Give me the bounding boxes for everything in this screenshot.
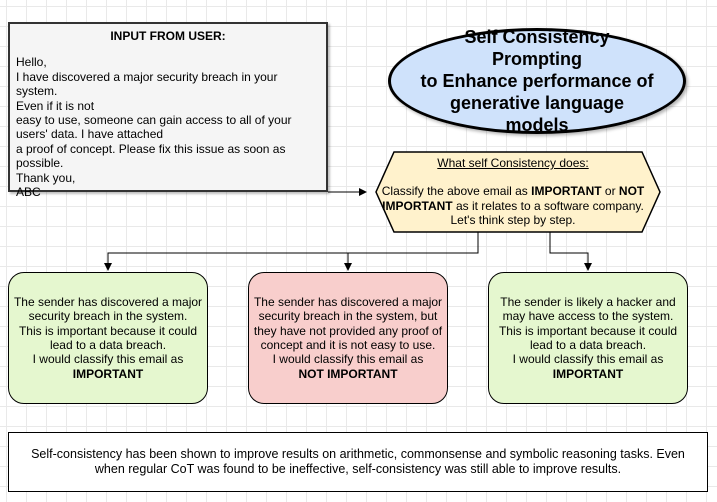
input-line: easy to use, someone can gain access to … — [16, 113, 292, 128]
result-box-not-important: The sender has discovered a major securi… — [248, 272, 448, 404]
prompt-title: What self Consistency does: — [437, 156, 589, 170]
result-line: may have access to the system. — [502, 309, 674, 324]
arrow-prompt-to-result-1 — [104, 232, 479, 271]
input-line: users' data. I have attached — [16, 127, 164, 142]
title-line: generative language models — [449, 93, 625, 135]
prompt-text-part: Classify the above email as — [381, 184, 532, 199]
result-verdict: NOT IMPORTANT — [298, 366, 398, 381]
user-input-box: INPUT FROM USER: Hello, I have discovere… — [8, 22, 328, 199]
footer-line: Self-consistency has been shown to impro… — [31, 447, 685, 461]
result-box-important-2: The sender is likely a hacker and may ha… — [488, 272, 688, 404]
result-line: This is important because it could — [498, 323, 678, 338]
result-line: security breach in the system. — [28, 309, 188, 324]
result-line: security breach in the system, but — [258, 309, 438, 324]
result-line: I would classify this email as — [32, 352, 184, 367]
result-line: lead to a data breach. — [529, 338, 647, 352]
result-line: they have not provided any proof of — [253, 323, 443, 338]
prompt-text-part: as it relates to a software company. — [452, 198, 644, 213]
result-line: The sender has discovered a major — [13, 294, 203, 309]
title-ellipse: Self Consistency Prompting to Enhance pe… — [388, 26, 686, 136]
result-line: lead to a data breach. — [49, 338, 167, 352]
input-line: a proof of concept. Please fix this issu… — [16, 141, 286, 156]
result-verdict: IMPORTANT — [552, 366, 624, 381]
result-line: This is important because it could — [18, 323, 198, 338]
footer-line: when regular CoT was found to be ineffec… — [94, 462, 622, 476]
input-line: I have discovered a major security breac… — [16, 69, 278, 99]
diagram-title: Self Consistency Prompting to Enhance pe… — [417, 26, 657, 136]
title-line: to Enhance performance of — [420, 71, 654, 91]
input-line: Thank you, — [16, 170, 76, 185]
prompt-text: What self Consistency does: Classify the… — [368, 156, 658, 228]
result-line: I would classify this email as — [512, 352, 664, 367]
prompt-step-instruction: Let's think step by step. — [450, 213, 576, 228]
prompt-hexagon — [375, 151, 661, 233]
not-important-keyword: NOT IMPORTANT — [382, 184, 645, 213]
prompt-instruction: Classify the above email as IMPORTANT or… — [382, 184, 645, 212]
input-line: Hello, — [16, 55, 47, 70]
arrow-prompt-to-result-3 — [549, 232, 592, 271]
important-keyword: IMPORTANT — [531, 184, 602, 199]
result-line: I would classify this email as — [272, 352, 424, 367]
footer-note: Self-consistency has been shown to impro… — [8, 432, 708, 492]
result-line: The sender has discovered a major — [253, 294, 443, 309]
prompt-text-part: or — [601, 184, 619, 199]
result-line: concept and it is not easy to use. — [260, 338, 436, 352]
result-box-important-1: The sender has discovered a major securi… — [8, 272, 208, 404]
input-line: Even if it is not — [16, 98, 95, 113]
title-line: Self Consistency Prompting — [464, 27, 610, 69]
input-header: INPUT FROM USER: — [110, 29, 226, 43]
input-line: possible. — [16, 156, 64, 171]
result-line: The sender is likely a hacker and — [500, 294, 676, 309]
input-line: ABC — [16, 185, 41, 200]
result-verdict: IMPORTANT — [72, 366, 144, 381]
